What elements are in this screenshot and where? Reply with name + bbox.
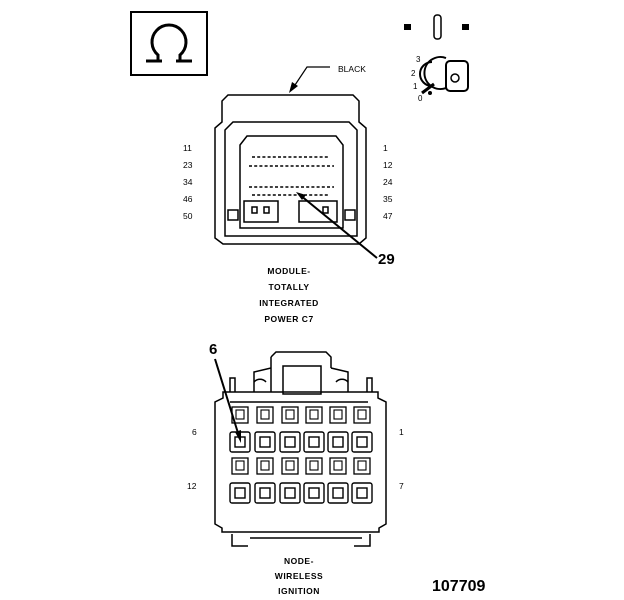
top-row-cavity: [351, 431, 373, 453]
ignition-off-icon: [404, 14, 469, 40]
module-pin-label-right-2: 12: [383, 160, 393, 170]
middle-latch-window: [357, 460, 367, 471]
pin-6-leader-line: [214, 358, 241, 443]
upper-latch-tab: [353, 406, 371, 424]
upper-latch-window: [357, 409, 367, 420]
node-connector-drawing: [214, 351, 387, 547]
module-connector-drawing: [214, 94, 367, 245]
middle-latch-window: [260, 460, 270, 471]
module-name-line-1: MODULE-: [267, 266, 311, 276]
module-pin-label-right-3: 24: [383, 177, 393, 187]
bottom-row-terminal: [284, 487, 296, 499]
black-leader-line: [289, 66, 330, 93]
upper-latch-tab: [305, 406, 323, 424]
module-pin-label-right-1: 1: [383, 143, 388, 153]
node-pin-grid: [229, 406, 373, 504]
middle-latch-window: [285, 460, 295, 471]
module-pin-label-left-5: 50: [183, 211, 193, 221]
top-row-terminal: [259, 436, 271, 448]
node-name-line-3: IGNITION: [278, 586, 320, 596]
node-pin-label-right-2: 7: [399, 481, 404, 491]
bottom-row-cavity: [229, 482, 251, 504]
bottom-row-cavity: [279, 482, 301, 504]
module-pin-rows: [249, 156, 334, 196]
middle-latch-window: [235, 460, 245, 471]
figure-number: 107709: [432, 578, 486, 595]
node-pin-label-left-1: 6: [192, 427, 197, 437]
module-pin-label-left-2: 23: [183, 160, 193, 170]
ignition-key-icon: [419, 56, 469, 95]
module-pin-label-left-1: 11: [183, 143, 192, 153]
ignition-position-2: 2: [411, 69, 416, 78]
node-name-line-1: NODE-: [284, 556, 314, 566]
bottom-row-terminal: [356, 487, 368, 499]
upper-latch-window: [235, 409, 245, 420]
connector-color-label: BLACK: [338, 64, 366, 74]
top-row-terminal: [308, 436, 320, 448]
pin-29-callout: 29: [378, 251, 395, 268]
bottom-row-cavity: [351, 482, 373, 504]
upper-latch-tab: [281, 406, 299, 424]
upper-latch-tab: [256, 406, 274, 424]
bottom-row-cavity: [327, 482, 349, 504]
top-row-cavity: [327, 431, 349, 453]
middle-latch-tab: [281, 457, 299, 475]
top-row-cavity: [303, 431, 325, 453]
top-row-terminal: [356, 436, 368, 448]
middle-latch-tab: [305, 457, 323, 475]
bottom-row-terminal: [332, 487, 344, 499]
middle-latch-tab: [353, 457, 371, 475]
module-pin-label-right-4: 35: [383, 194, 393, 204]
module-pin-label-left-4: 46: [183, 194, 193, 204]
middle-latch-window: [333, 460, 343, 471]
upper-latch-window: [260, 409, 270, 420]
node-name-line-2: WIRELESS: [274, 571, 324, 581]
middle-latch-window: [309, 460, 319, 471]
top-row-terminal: [332, 436, 344, 448]
module-name-line-3: INTEGRATED: [259, 298, 319, 308]
bottom-row-terminal: [308, 487, 320, 499]
bottom-row-cavity: [254, 482, 276, 504]
node-pin-label-right-1: 1: [399, 427, 404, 437]
module-pin-label-right-5: 47: [383, 211, 393, 221]
middle-latch-tab: [231, 457, 249, 475]
middle-latch-tab: [256, 457, 274, 475]
top-row-cavity: [279, 431, 301, 453]
middle-latch-tab: [329, 457, 347, 475]
module-pin-label-left-3: 34: [183, 177, 193, 187]
upper-latch-window: [309, 409, 319, 420]
pin-6-callout: 6: [209, 341, 218, 358]
upper-latch-window: [285, 409, 295, 420]
upper-latch-tab: [329, 406, 347, 424]
pin-29-leader-line: [296, 192, 378, 259]
module-name-line-2: TOTALLY: [268, 282, 310, 292]
node-pin-label-left-2: 12: [187, 481, 197, 491]
top-row-terminal: [284, 436, 296, 448]
ohmmeter-icon: [130, 11, 208, 76]
bottom-row-terminal: [234, 487, 246, 499]
ignition-position-0: 0: [418, 94, 423, 103]
bottom-row-terminal: [259, 487, 271, 499]
ignition-position-3: 3: [416, 55, 421, 64]
ignition-position-1: 1: [413, 82, 418, 91]
top-row-cavity: [254, 431, 276, 453]
upper-latch-window: [333, 409, 343, 420]
module-name-line-4: POWER C7: [264, 314, 314, 324]
bottom-row-cavity: [303, 482, 325, 504]
